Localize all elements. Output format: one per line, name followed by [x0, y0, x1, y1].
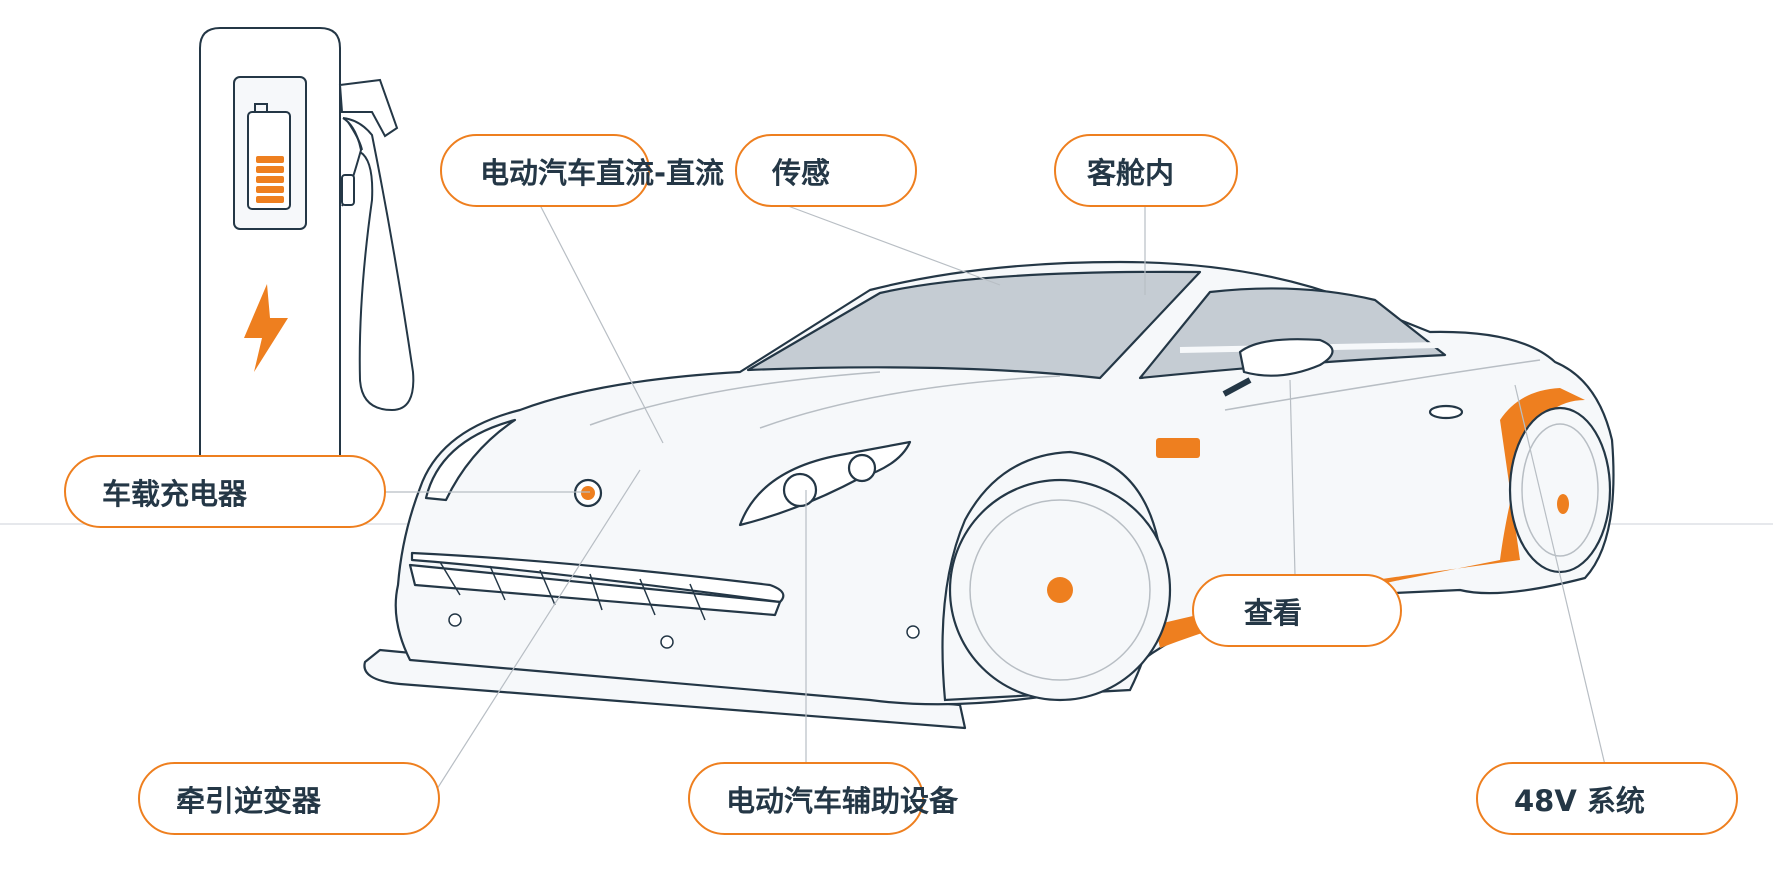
label-ev-auxiliary[interactable]: 电动汽车辅助设备 [688, 762, 958, 835]
label-view-text: 查看 [1244, 595, 1303, 630]
charging-cable-icon [338, 78, 415, 412]
label-traction-inverter-text: 牵引逆变器 [176, 783, 322, 818]
label-ev-auxiliary-text: 电动汽车辅助设备 [726, 783, 959, 818]
front-wheel [941, 450, 1172, 702]
label-onboard-charger[interactable]: 车载充电器 [64, 455, 386, 528]
label-traction-inverter[interactable]: 牵引逆变器 [138, 762, 440, 835]
charging-station-icon [199, 27, 341, 460]
label-sensing[interactable]: 传感 [735, 134, 917, 207]
label-cabin-text: 客舱内 [1087, 155, 1175, 190]
leader-lines [375, 202, 1606, 801]
label-ev-dc-dc[interactable]: 电动汽车直流-直流 [440, 134, 724, 207]
label-onboard-charger-text: 车载充电器 [102, 476, 248, 511]
label-sensing-text: 传感 [772, 155, 831, 190]
rear-wheel [1508, 406, 1612, 574]
label-ev-dc-dc-text: 电动汽车直流-直流 [480, 155, 725, 190]
label-view[interactable]: 查看 [1192, 574, 1402, 647]
lightning-bolt-icon [244, 284, 288, 372]
label-cabin[interactable]: 客舱内 [1054, 134, 1238, 207]
label-48v-system-text: 48V 系统 [1514, 783, 1645, 818]
battery-icon [247, 103, 291, 210]
label-48v-system[interactable]: 48V 系统 [1476, 762, 1738, 835]
